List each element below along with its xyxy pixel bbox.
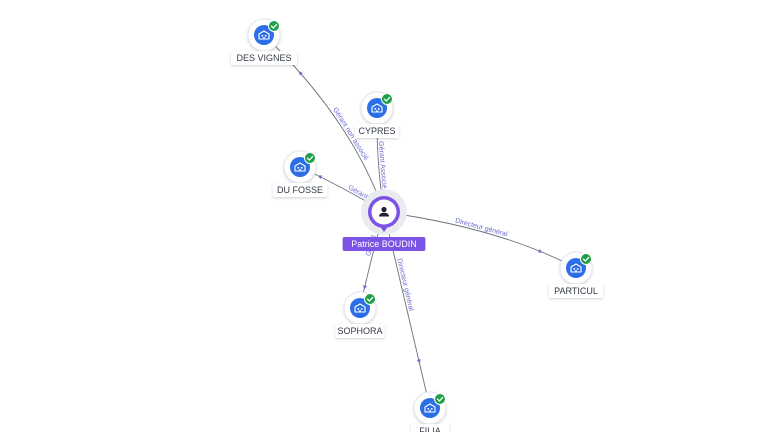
- person-label: Patrice BOUDIN: [342, 237, 426, 251]
- building-icon: [371, 103, 383, 113]
- edge-line: [383, 211, 577, 269]
- building-icon: [424, 403, 436, 413]
- edge-label: Directeur général: [454, 217, 508, 238]
- company-node-cypres[interactable]: CYPRES: [355, 91, 399, 138]
- company-node-du-fosse[interactable]: DU FOSSE: [272, 150, 328, 197]
- company-node-circle: [254, 25, 274, 45]
- building-icon: [258, 30, 270, 40]
- edge-label: Gérant Associé: [377, 141, 388, 189]
- building-icon: [354, 303, 366, 313]
- company-node-circle: [566, 258, 586, 278]
- verified-check-icon: [268, 20, 280, 32]
- verified-check-icon: [381, 93, 393, 105]
- edge-arrow-icon: [538, 248, 543, 253]
- company-label: SOPHORA: [335, 324, 385, 338]
- company-name: SOPHORA: [337, 326, 382, 336]
- verified-check-icon: [364, 293, 376, 305]
- company-name: DU FOSSE: [277, 185, 323, 195]
- company-label: DU FOSSE: [272, 183, 328, 197]
- person-icon: [379, 206, 389, 217]
- company-node-filia[interactable]: FILIA: [411, 391, 449, 432]
- company-label: PARTICUL: [548, 284, 604, 298]
- verified-check-icon: [434, 393, 446, 405]
- company-node-circle: [367, 98, 387, 118]
- company-node-particul[interactable]: PARTICUL: [548, 251, 604, 298]
- person-node[interactable]: Patrice BOUDIN: [342, 189, 426, 251]
- company-name: PARTICUL: [554, 286, 598, 296]
- edge-arrow-icon: [363, 285, 367, 290]
- company-node-des-vignes[interactable]: DES VIGNES: [231, 18, 297, 65]
- person-name: Patrice BOUDIN: [351, 239, 417, 249]
- verified-check-icon: [304, 152, 316, 164]
- verified-check-icon: [580, 253, 592, 265]
- company-node-circle: [290, 157, 310, 177]
- company-label: CYPRES: [355, 124, 399, 138]
- company-name: FILIA: [419, 426, 441, 432]
- edge-arrow-icon: [317, 175, 323, 180]
- building-icon: [570, 263, 582, 273]
- person-pin-tip: [379, 225, 389, 232]
- edge-arrow-icon: [416, 359, 421, 364]
- company-name: DES VIGNES: [236, 53, 291, 63]
- company-node-circle: [350, 298, 370, 318]
- company-node-sophora[interactable]: SOPHORA: [335, 291, 385, 338]
- company-name: CYPRES: [358, 126, 395, 136]
- company-label: DES VIGNES: [231, 51, 297, 65]
- edge-label: Directeur général: [395, 258, 414, 312]
- building-icon: [294, 162, 306, 172]
- company-node-circle: [420, 398, 440, 418]
- edge-arrow-icon: [298, 71, 303, 76]
- company-label: FILIA: [411, 424, 449, 432]
